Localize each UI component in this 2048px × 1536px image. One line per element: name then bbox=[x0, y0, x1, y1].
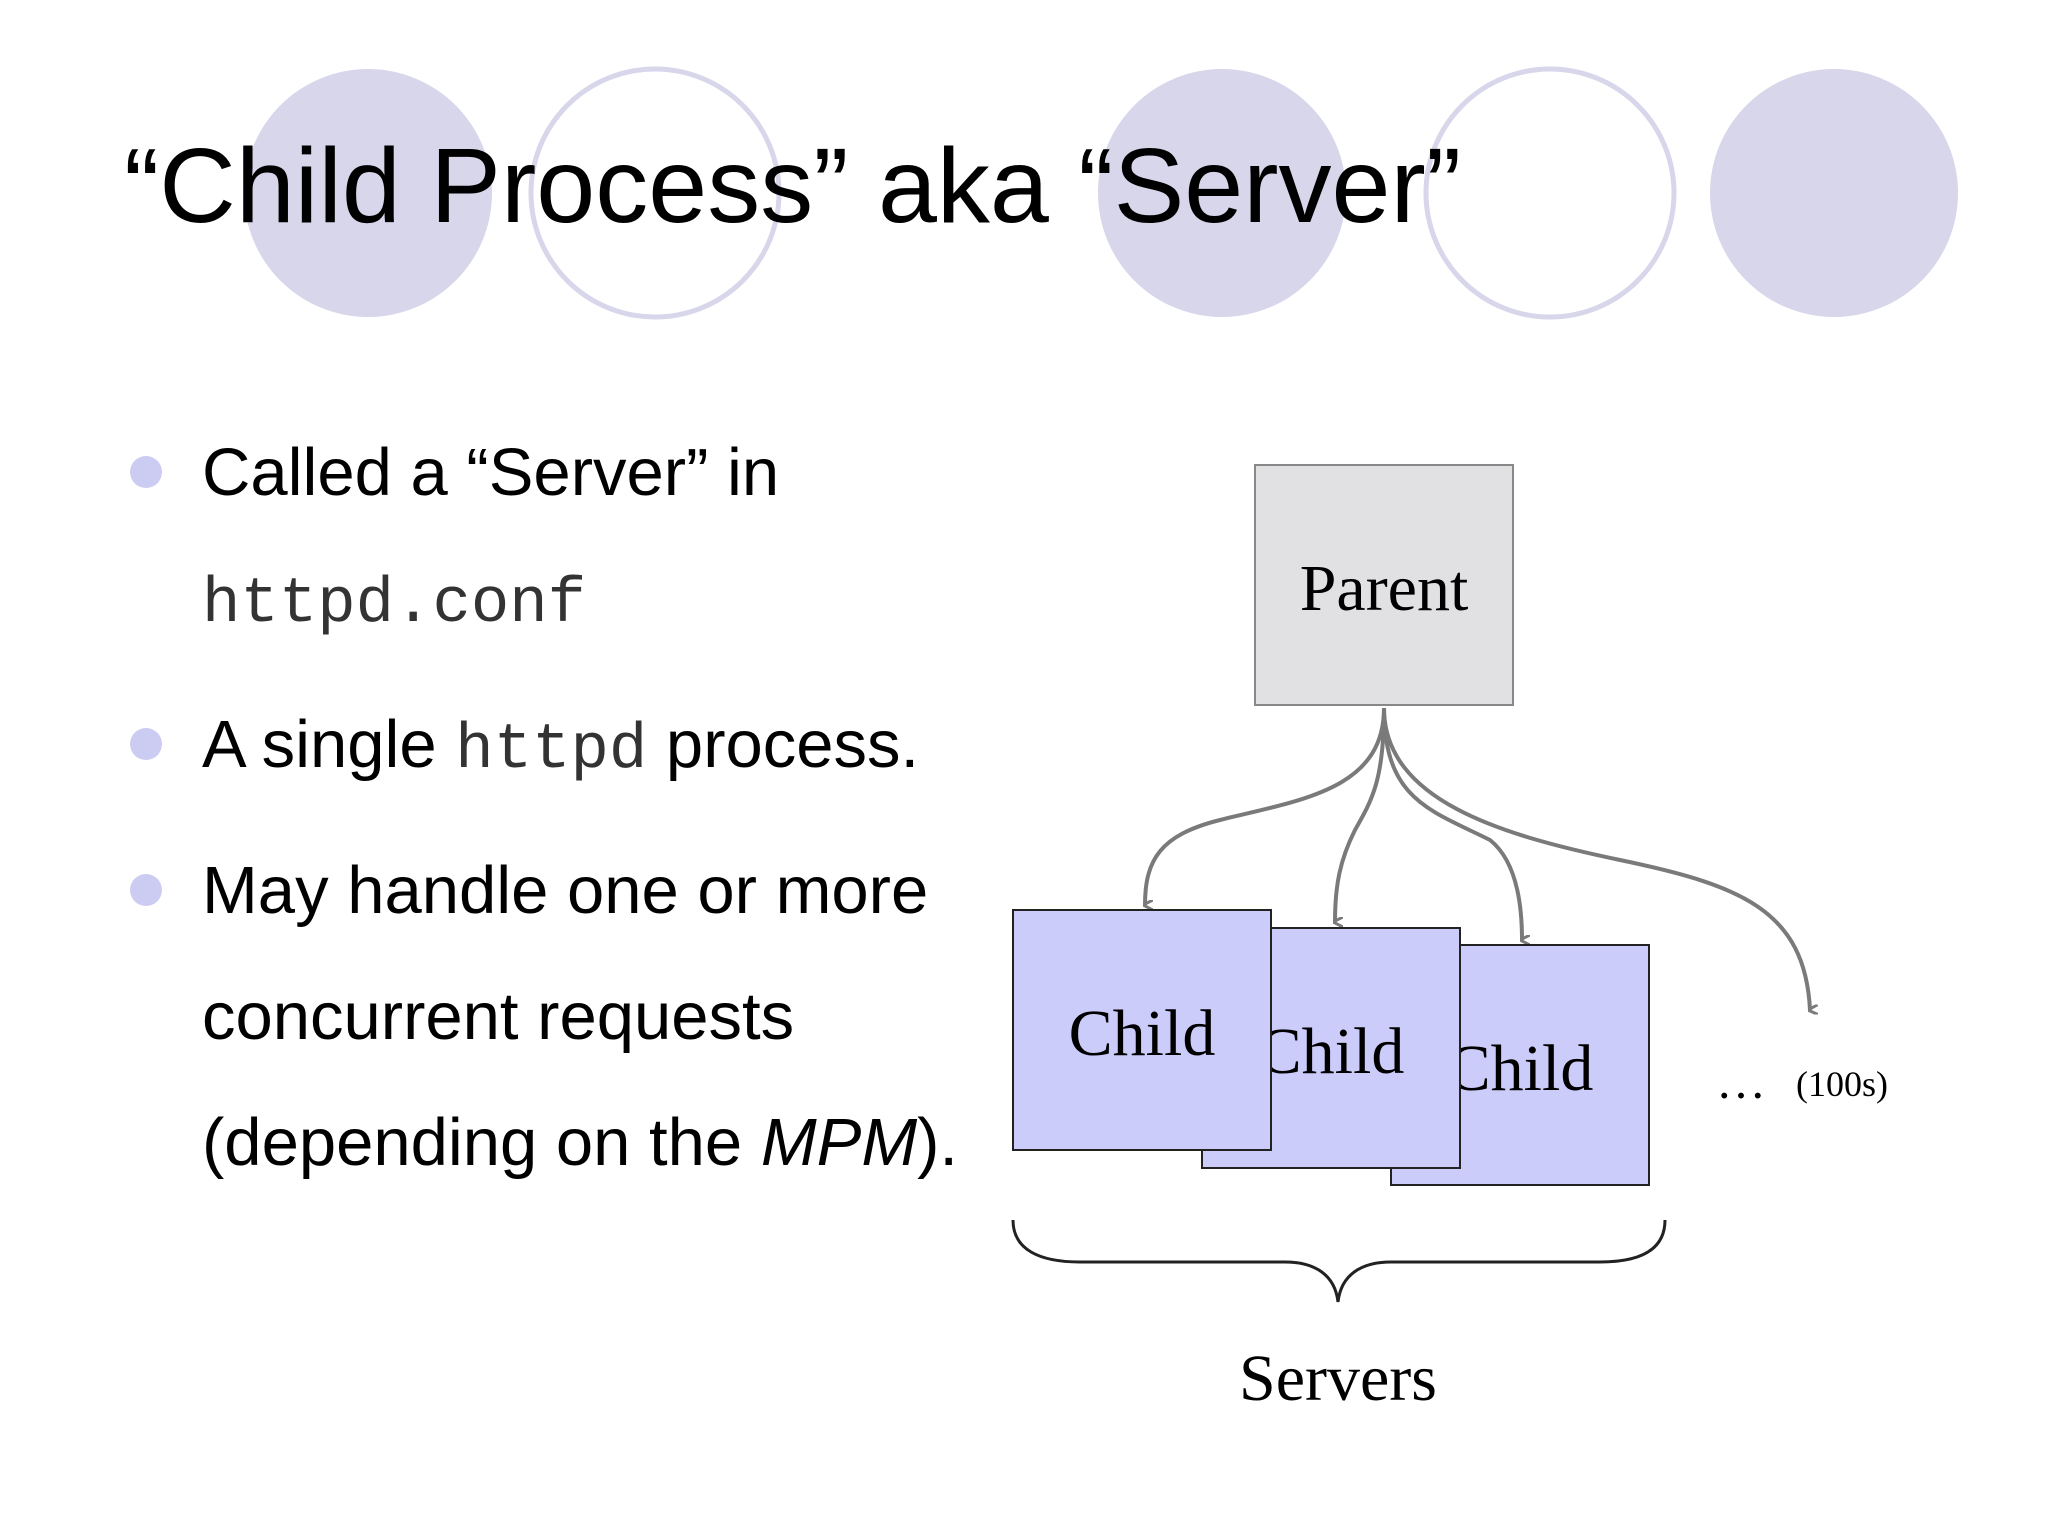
bullet-text: Called a “Server” in bbox=[202, 435, 780, 510]
parent-node: Parent bbox=[1254, 464, 1514, 706]
deco-circle-filled-3 bbox=[1710, 69, 1958, 317]
bullet-dot-icon bbox=[130, 728, 162, 760]
bullet-text: process. bbox=[647, 707, 920, 782]
deco-circle-filled-1 bbox=[244, 69, 492, 317]
servers-brace bbox=[1011, 1219, 1667, 1303]
bullet-item: A single httpd process. bbox=[130, 682, 1030, 814]
bullet-dot-icon bbox=[130, 456, 162, 488]
child-box bbox=[1012, 909, 1272, 1151]
arrow-to-child-3 bbox=[1382, 707, 1522, 940]
deco-circle-outline-2 bbox=[1423, 66, 1677, 320]
bullet-code: httpd.conf bbox=[202, 569, 587, 641]
bullet-item: May handle one or more concurrent reques… bbox=[130, 828, 1030, 1206]
parent-label: Parent bbox=[1300, 552, 1469, 625]
child-node: Child bbox=[1012, 909, 1272, 1151]
slide-title: “Child Process” aka “Server” bbox=[124, 127, 1462, 245]
count-label: (100s) bbox=[1796, 1064, 1888, 1104]
bullet-text: May handle one or more concurrent reques… bbox=[202, 853, 929, 1180]
servers-label: Servers bbox=[1239, 1342, 1437, 1415]
ellipsis-label: … bbox=[1716, 1053, 1766, 1109]
bullet-list: Called a “Server” in httpd.conf A single… bbox=[130, 410, 1030, 1220]
arrow-to-child-2 bbox=[1335, 707, 1386, 922]
child-label: Child bbox=[1258, 1015, 1405, 1088]
fork-arrows bbox=[1145, 707, 1810, 1010]
bullet-code: httpd bbox=[455, 715, 648, 787]
parent-box bbox=[1254, 464, 1514, 706]
bullet-text: ). bbox=[917, 1105, 959, 1180]
arrow-to-child-1 bbox=[1145, 707, 1386, 905]
arrow-to-more bbox=[1382, 707, 1810, 1010]
child-label: Child bbox=[1447, 1032, 1594, 1105]
bullet-text: A single bbox=[202, 707, 456, 782]
bullet-emphasis: MPM bbox=[760, 1105, 918, 1180]
bullet-dot-icon bbox=[130, 874, 162, 906]
decorative-circles bbox=[244, 66, 1958, 320]
deco-circle-filled-2 bbox=[1098, 69, 1346, 317]
bullet-item: Called a “Server” in httpd.conf bbox=[130, 410, 1030, 668]
deco-circle-outline-1 bbox=[528, 66, 782, 320]
child-label: Child bbox=[1069, 997, 1216, 1070]
